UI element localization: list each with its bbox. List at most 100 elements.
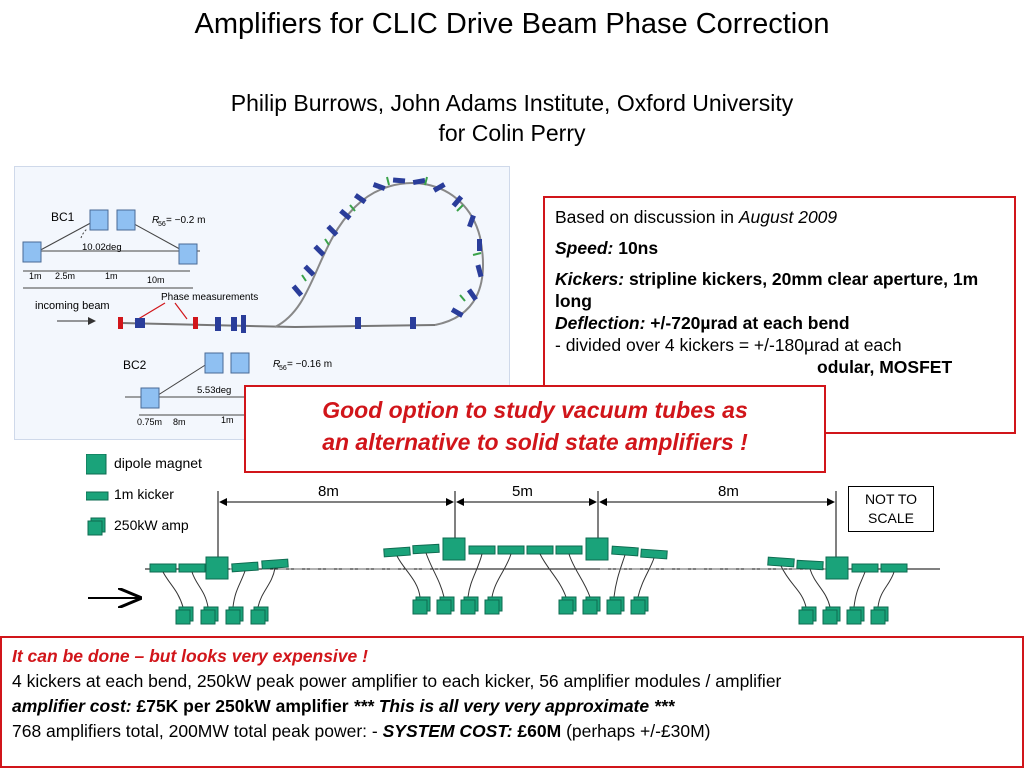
svg-text:R: R [273, 359, 280, 370]
amplifier-cost-line: amplifier cost: £75K per 250kW amplifier… [12, 696, 675, 716]
amplifier [250, 606, 269, 625]
discussion-line: Based on discussion in August 2009 [555, 207, 838, 227]
bc1-dist-1: 1m [29, 271, 42, 281]
bc1-label: BC1 [51, 210, 75, 224]
for-line: for Colin Perry [438, 120, 586, 146]
kicker [851, 563, 879, 573]
system-cost-line: 768 amplifiers total, 200MW total peak p… [12, 721, 711, 741]
modules-line: 4 kickers at each bend, 250kW peak power… [12, 671, 782, 691]
bc1-dipole-1 [22, 241, 42, 263]
amplifier [558, 596, 577, 615]
legend-amp: 250kW amp [114, 517, 189, 533]
incoming-beam-label: incoming beam [35, 300, 110, 312]
svg-text:= −0.2 m: = −0.2 m [166, 215, 205, 226]
kicker-swatch [86, 491, 109, 501]
cost-headline: It can be done – but looks very expensiv… [12, 646, 368, 666]
amplifier [630, 596, 649, 615]
kicker [640, 548, 668, 560]
callout-box: Good option to study vacuum tubes as an … [244, 385, 826, 473]
bc1-dist-3: 1m [105, 271, 118, 281]
amplifier [436, 596, 455, 615]
legend-swatches [86, 454, 109, 536]
amplifier [798, 606, 817, 625]
dim-label-3: 8m [718, 483, 739, 500]
magnet-5 [355, 317, 361, 329]
kicker [526, 545, 554, 555]
dipole-magnet [205, 556, 229, 580]
amplifier [484, 596, 503, 615]
amplifier [582, 596, 601, 615]
bc2-label: BC2 [123, 358, 147, 372]
page-title: Amplifiers for CLIC Drive Beam Phase Cor… [194, 8, 830, 40]
kicker [880, 563, 908, 573]
dim-label-1: 8m [318, 483, 339, 500]
kicker [497, 545, 525, 555]
not-to-scale-box: NOT TO SCALE [848, 486, 934, 532]
speed-line: Speed: 10ns [555, 238, 659, 258]
divided-line: - divided over 4 kickers = +/-180µrad at… [555, 335, 902, 355]
amplifier [175, 606, 194, 625]
kicker [796, 559, 824, 571]
svg-text:R: R [152, 215, 159, 226]
dim-label-2: 5m [512, 483, 533, 500]
bc1-dist-4: 10m [147, 275, 165, 285]
magnet-1 [135, 318, 145, 328]
legend: dipole magnet 1m kicker 250kW amp [86, 454, 226, 540]
phase-measurements-label: Phase measurements [161, 292, 258, 303]
bpm-2 [193, 317, 198, 329]
magnet-3 [231, 317, 237, 331]
magnet-4 [241, 315, 246, 333]
amplifier [822, 606, 841, 625]
bc1-dist-2: 2.5m [55, 271, 75, 281]
bc2-dipole-3 [230, 352, 250, 374]
kicker [767, 556, 795, 568]
bc1-dipole-4 [178, 243, 198, 265]
legend-kicker: 1m kicker [114, 486, 174, 502]
amplifier [846, 606, 865, 625]
kicker [231, 561, 259, 573]
bc2-dist-3: 1m [221, 415, 234, 425]
bc1-r56: R 56 = −0.2 m [152, 215, 205, 228]
cost-summary-box: It can be done – but looks very expensiv… [0, 636, 1024, 768]
bc2-dist-2: 8m [173, 417, 186, 427]
kickers-line: Kickers: stripline kickers, 20mm clear a… [555, 269, 979, 311]
kicker [261, 558, 289, 570]
dipole-magnet-swatch [86, 454, 107, 475]
bc1-angle: 10.02deg [82, 242, 122, 253]
svg-text:56: 56 [158, 221, 166, 228]
author-line: Philip Burrows, John Adams Institute, Ox… [230, 90, 794, 116]
not-to-scale-line-2: SCALE [868, 510, 914, 526]
amp-swatch [87, 517, 106, 536]
bc1-dipole-3 [116, 209, 136, 231]
kicker [178, 563, 206, 573]
amplifier [412, 596, 431, 615]
callout-line-2: an alternative to solid state amplifiers… [322, 429, 748, 455]
amplifier [606, 596, 625, 615]
kicker [555, 545, 583, 555]
bc2-angle: 5.53deg [197, 385, 231, 396]
amplifier [200, 606, 219, 625]
kicker [611, 545, 639, 557]
svg-text:= −0.16 m: = −0.16 m [287, 359, 332, 370]
deflection-line: Deflection: +/-720µrad at each bend [555, 313, 850, 333]
kicker [149, 563, 177, 573]
amplifier [225, 606, 244, 625]
bc2-dipole-2 [204, 352, 224, 374]
page-subtitle: Philip Burrows, John Adams Institute, Ox… [0, 88, 1024, 148]
magnet-2 [215, 317, 221, 331]
bpm-1 [118, 317, 123, 329]
kicker-schematic: 8m 5m 8m [88, 483, 940, 625]
kicker [412, 543, 440, 555]
dipole-magnet [442, 537, 466, 561]
bc2-dipole-1 [140, 387, 160, 409]
bc2-dist-1: 0.75m [137, 417, 162, 427]
not-to-scale-line-1: NOT TO [864, 491, 918, 507]
legend-dipole: dipole magnet [114, 455, 202, 471]
dipole-magnet [825, 556, 849, 580]
svg-text:56: 56 [279, 365, 287, 372]
callout-line-1: Good option to study vacuum tubes as [322, 397, 748, 423]
kicker [383, 546, 411, 558]
amplifier-type-line: odular, MOSFET [817, 357, 953, 377]
amplifier [460, 596, 479, 615]
bc2-r56: R 56 = −0.16 m [273, 359, 332, 372]
